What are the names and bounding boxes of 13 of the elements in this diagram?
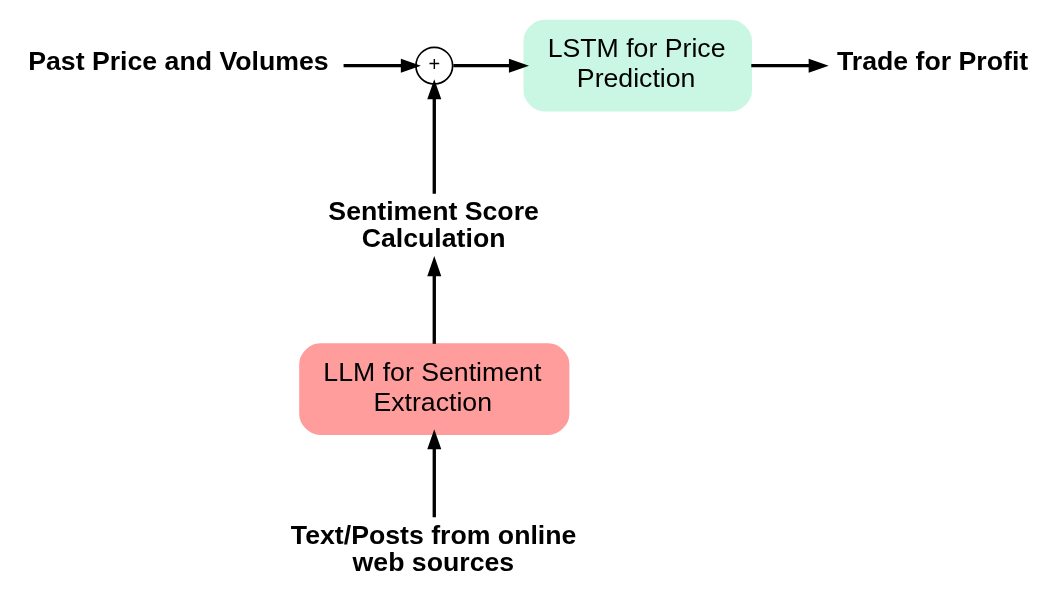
arrow	[343, 58, 421, 73]
node-box: LLM for Sentiment Extraction	[299, 343, 570, 436]
arrow	[453, 58, 529, 73]
node-text: Past Price and Volumes	[28, 46, 329, 77]
node-box: LSTM for Price Prediction	[523, 19, 752, 112]
arrow	[427, 79, 442, 194]
node-circle: +	[415, 46, 454, 85]
arrow	[427, 256, 442, 344]
node-text: Trade for Profit	[837, 46, 1029, 77]
node-text: Text/Posts from online web sources	[290, 519, 577, 577]
node-text: Sentiment Score Calculation	[328, 196, 539, 254]
arrow	[427, 429, 442, 518]
arrow	[751, 58, 829, 73]
